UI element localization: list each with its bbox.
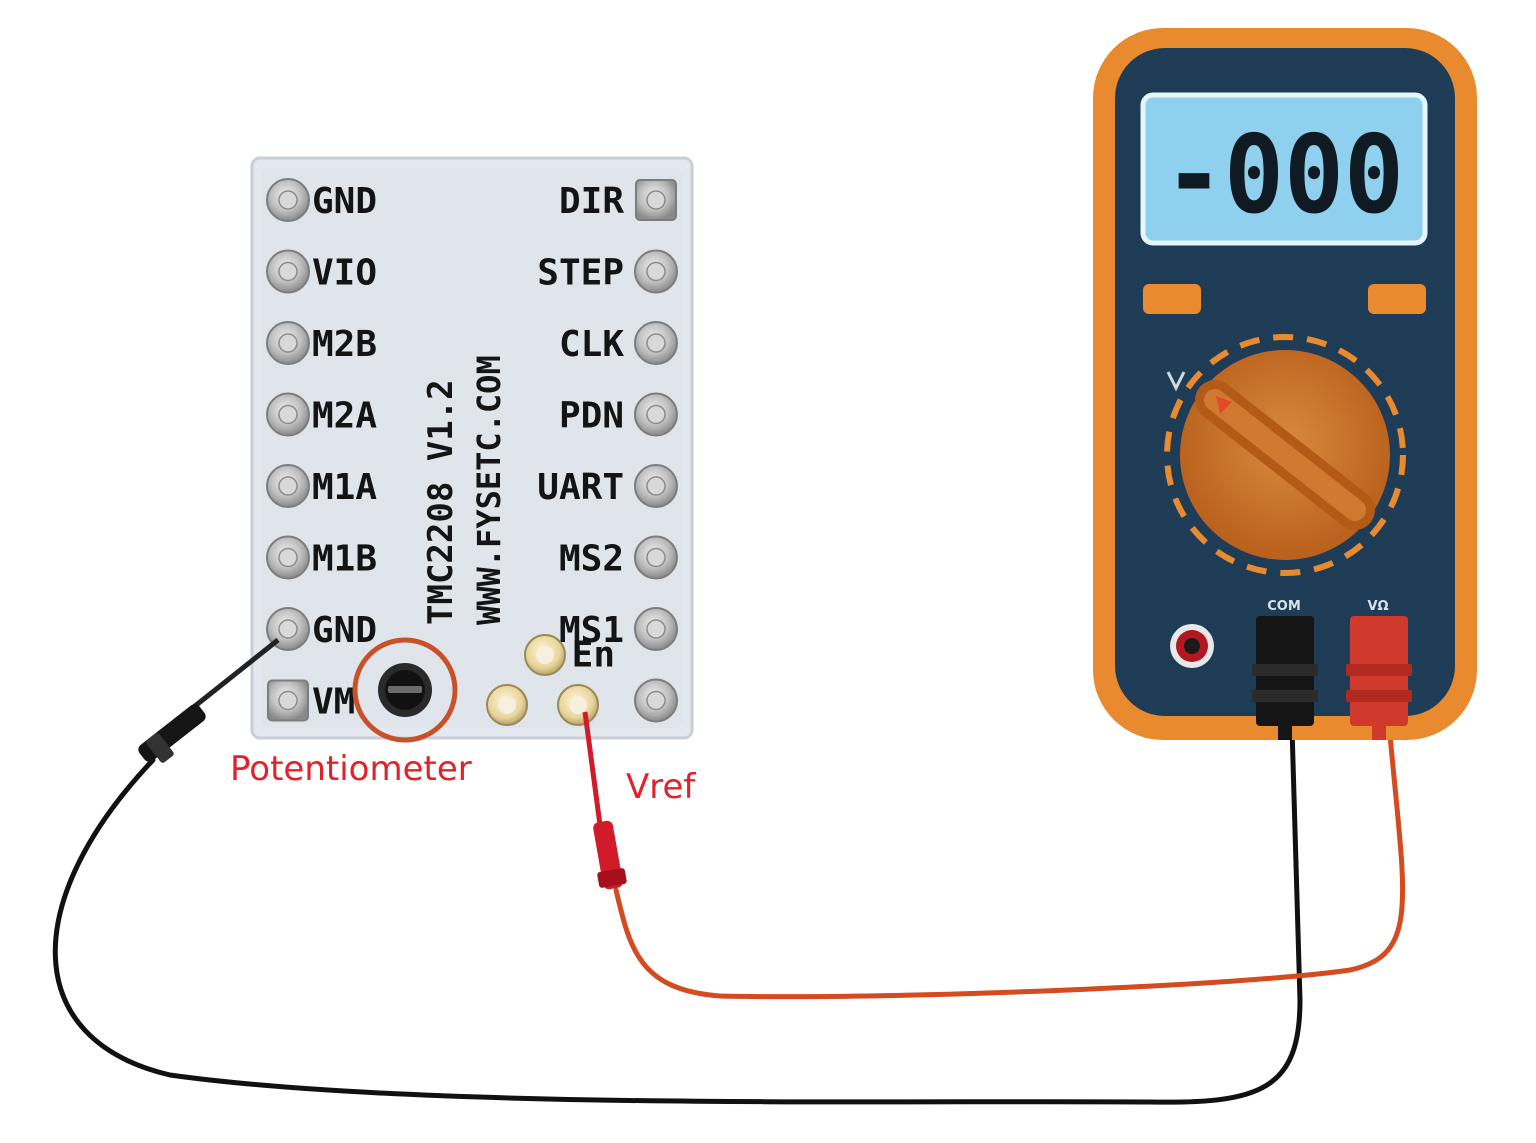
- multimeter: -000 COM VΩ: [1093, 28, 1477, 740]
- tmc2208-driver-board: [250, 156, 694, 740]
- left-pin-vio: VIO: [266, 249, 377, 294]
- voltage-symbol-icon: [1166, 371, 1186, 392]
- left-pin-label: M2B: [312, 324, 377, 365]
- right-pin-uart: UART: [537, 464, 678, 508]
- right-pin-dir: DIR: [559, 179, 677, 222]
- lcd-screen: [1140, 92, 1428, 246]
- right-pin-label: STEP: [537, 253, 624, 294]
- left-pin-label: VIO: [312, 253, 377, 294]
- function-button-left: [1143, 284, 1201, 314]
- left-pin-gnd: GND: [266, 607, 377, 651]
- right-pin-label: MS2: [559, 539, 624, 580]
- left-pin-label: M1B: [312, 539, 377, 580]
- left-pin-label: M2A: [312, 396, 377, 437]
- right-pin-label: CLK: [559, 324, 624, 365]
- com-plug: [1252, 616, 1318, 740]
- ground-jack: [1170, 624, 1214, 668]
- left-pin-label: GND: [312, 181, 377, 222]
- red-test-lead-wire: [613, 732, 1406, 1000]
- left-pin-label: GND: [312, 610, 377, 651]
- black-probe: [138, 638, 280, 763]
- com-jack-label: COM: [1267, 599, 1301, 614]
- right-pin-label: PDN: [559, 396, 624, 437]
- left-pin-vm: VM: [267, 679, 355, 723]
- right-pin-label: UART: [537, 467, 624, 508]
- potentiometer-label: Potentiometer: [230, 749, 472, 789]
- red-probe: [582, 711, 627, 890]
- left-pin-m2a: M2A: [266, 392, 377, 437]
- lcd-reading: -000: [1164, 113, 1404, 238]
- right-pin-label: En: [572, 635, 615, 676]
- right-pin-ms1: MS1: [559, 607, 678, 651]
- right-pin-label: DIR: [559, 181, 624, 222]
- function-button-right: [1368, 284, 1426, 314]
- left-pin-m1a: M1A: [266, 464, 377, 508]
- v-jack-label: VΩ: [1367, 599, 1388, 614]
- left-pin-label: VM: [312, 682, 355, 723]
- right-pin-ms2: MS2: [559, 535, 678, 580]
- left-pin-header: GND VIO M2B M2A M1A M1B GND VM: [266, 178, 377, 723]
- right-pin-label: MS1: [559, 610, 624, 651]
- left-pin-m2b: M2B: [266, 321, 377, 365]
- v-plug: [1346, 616, 1412, 740]
- potentiometer: [352, 637, 458, 743]
- right-pin-clk: CLK: [559, 321, 678, 365]
- board-model-label: TMC2208 V1.2: [421, 379, 461, 625]
- potentiometer-highlight-circle: [352, 637, 458, 743]
- right-pin-step: STEP: [537, 249, 678, 294]
- vref-label: Vref: [626, 767, 696, 807]
- left-pin-label: M1A: [312, 467, 377, 508]
- left-pin-gnd: GND: [266, 178, 377, 222]
- left-pin-m1b: M1B: [266, 535, 377, 580]
- dial-indicator-icon: [1216, 396, 1232, 414]
- dial-ring: [1164, 334, 1406, 576]
- right-pin-en: En: [572, 635, 678, 723]
- board-url-label: WWW.FYSETC.COM: [470, 355, 508, 625]
- right-pin-pdn: PDN: [559, 392, 678, 437]
- black-test-lead-wire: [52, 725, 1303, 1105]
